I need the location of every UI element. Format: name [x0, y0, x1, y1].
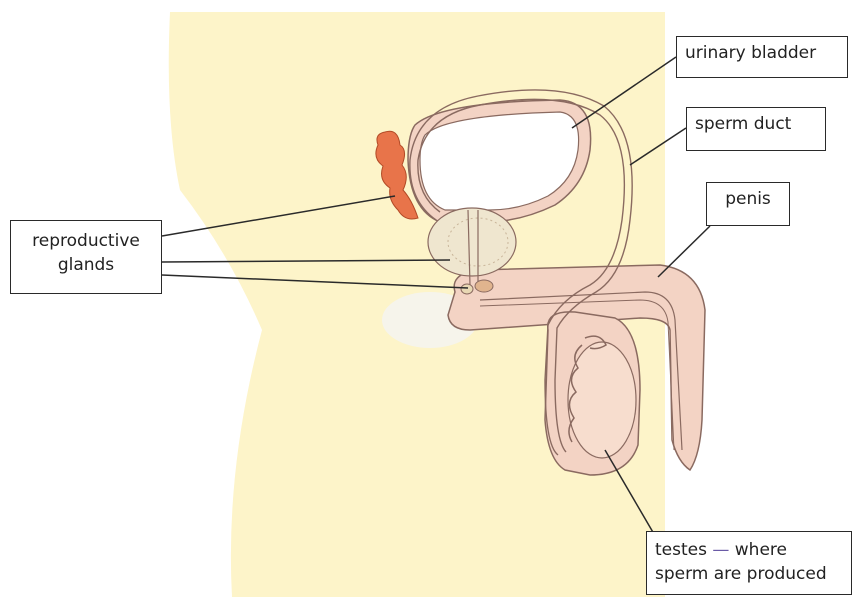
- label-testes-where: where: [735, 540, 787, 560]
- label-testes-line2: sperm are produced: [655, 562, 843, 586]
- cowper-gland-small: [461, 284, 473, 294]
- label-reproductive-glands: reproductive glands: [10, 220, 162, 294]
- cowper-gland: [475, 280, 493, 292]
- label-penis: penis: [706, 182, 790, 226]
- label-urinary-bladder-text: urinary bladder: [685, 41, 839, 65]
- label-penis-text: penis: [715, 187, 781, 211]
- testis: [568, 342, 636, 458]
- label-sperm-duct-text: sperm duct: [695, 112, 817, 136]
- label-urinary-bladder: urinary bladder: [676, 36, 848, 78]
- label-reproductive-glands-line1: reproductive: [19, 229, 153, 253]
- label-testes-line1: testes — where: [655, 538, 843, 562]
- label-reproductive-glands-line2: glands: [19, 253, 153, 277]
- label-testes-dash: —: [712, 540, 729, 560]
- label-sperm-duct: sperm duct: [686, 107, 826, 151]
- leader-penis: [658, 226, 710, 277]
- label-testes-word: testes: [655, 540, 707, 560]
- label-testes: testes — where sperm are produced: [646, 531, 852, 595]
